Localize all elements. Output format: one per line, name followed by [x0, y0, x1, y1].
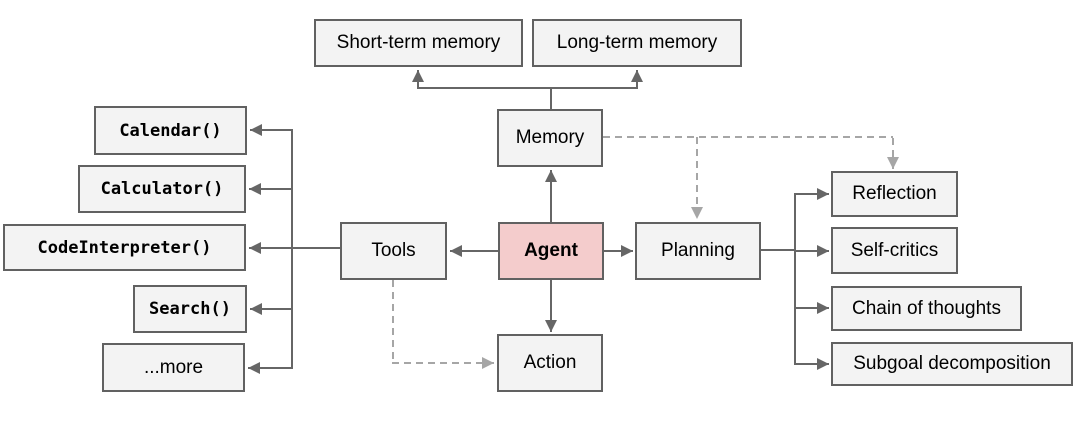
- node-tools: Tools: [340, 222, 447, 280]
- node-planning: Planning: [635, 222, 761, 280]
- node-agent: Agent: [498, 222, 604, 280]
- node-self-critics: Self-critics: [831, 227, 958, 274]
- node-tool-calendar: Calendar(): [94, 106, 247, 155]
- node-tool-more: ...more: [102, 343, 245, 392]
- node-memory: Memory: [497, 109, 603, 167]
- node-long-term-memory: Long-term memory: [532, 19, 742, 67]
- node-reflection: Reflection: [831, 171, 958, 217]
- node-chain-of-thoughts: Chain of thoughts: [831, 286, 1022, 331]
- node-tool-codeinterpreter: CodeInterpreter(): [3, 224, 246, 271]
- node-action: Action: [497, 334, 603, 392]
- node-tool-search: Search(): [133, 285, 247, 333]
- node-tool-calculator: Calculator(): [78, 165, 246, 213]
- node-subgoal-decomposition: Subgoal decomposition: [831, 342, 1073, 386]
- node-short-term-memory: Short-term memory: [314, 19, 523, 67]
